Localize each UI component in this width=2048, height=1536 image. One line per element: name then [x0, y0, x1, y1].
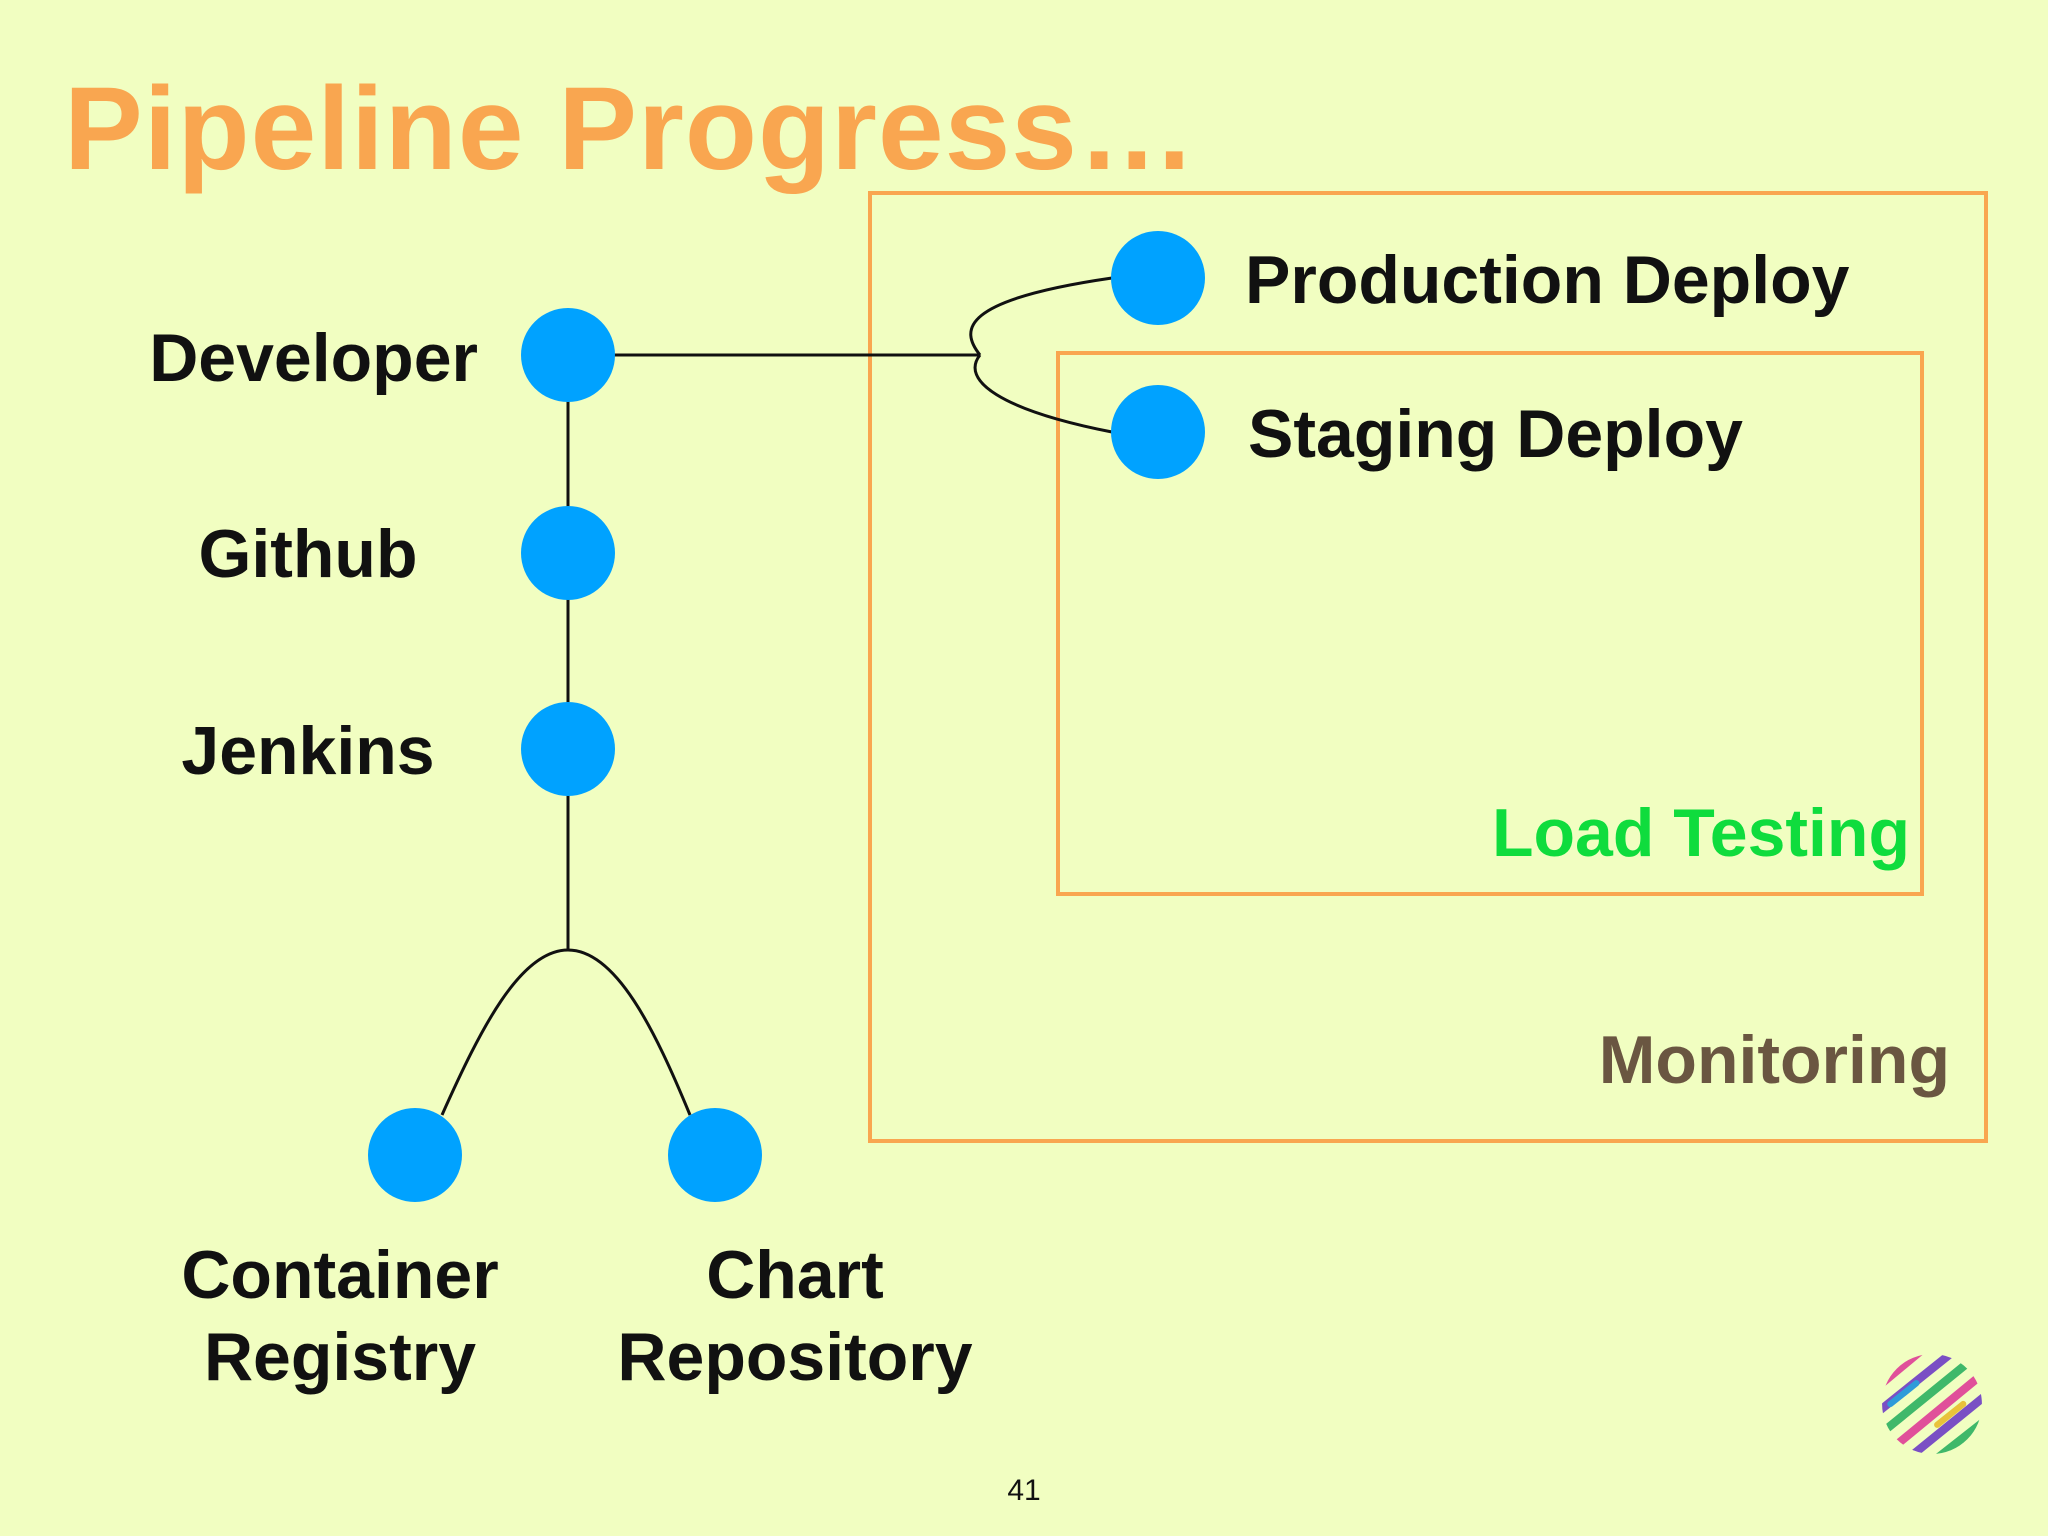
node-staging-deploy: [1111, 385, 1205, 479]
connector-fork-container-registry: [440, 948, 569, 1116]
node-production-deploy: [1111, 231, 1205, 325]
page-number: 41: [1007, 1474, 1041, 1507]
label-jenkins: Jenkins: [181, 713, 435, 789]
node-chart-repository: [668, 1108, 762, 1202]
connector-to-production-deploy: [969, 276, 1113, 356]
monitoring-box: [868, 191, 1988, 1143]
load-testing-box: [1056, 351, 1924, 896]
connector-to-staging-deploy: [973, 354, 1113, 434]
node-github: [521, 506, 615, 600]
label-monitoring: Monitoring: [1598, 1022, 1950, 1098]
label-container-registry-line1: Container: [181, 1237, 499, 1313]
label-github: Github: [198, 516, 418, 592]
connector-fork-chart-repository: [567, 948, 692, 1116]
label-staging-deploy: Staging Deploy: [1248, 396, 1743, 472]
label-load-testing: Load Testing: [1491, 795, 1910, 871]
label-container-registry-line2: Registry: [203, 1318, 477, 1395]
label-developer: Developer: [149, 320, 478, 396]
node-container-registry: [368, 1108, 462, 1202]
label-chart-repository-line1: Chart: [706, 1237, 884, 1313]
label-container-registry: Container Registry: [160, 1235, 520, 1398]
node-developer: [521, 308, 615, 402]
slide-title: Pipeline Progress…: [64, 63, 1197, 195]
label-chart-repository-line2: Repository: [617, 1318, 973, 1395]
label-chart-repository: Chart Repository: [580, 1235, 1010, 1398]
node-jenkins: [521, 702, 615, 796]
label-production-deploy: Production Deploy: [1245, 242, 1850, 318]
striped-circle-logo-icon: [1882, 1354, 1982, 1454]
